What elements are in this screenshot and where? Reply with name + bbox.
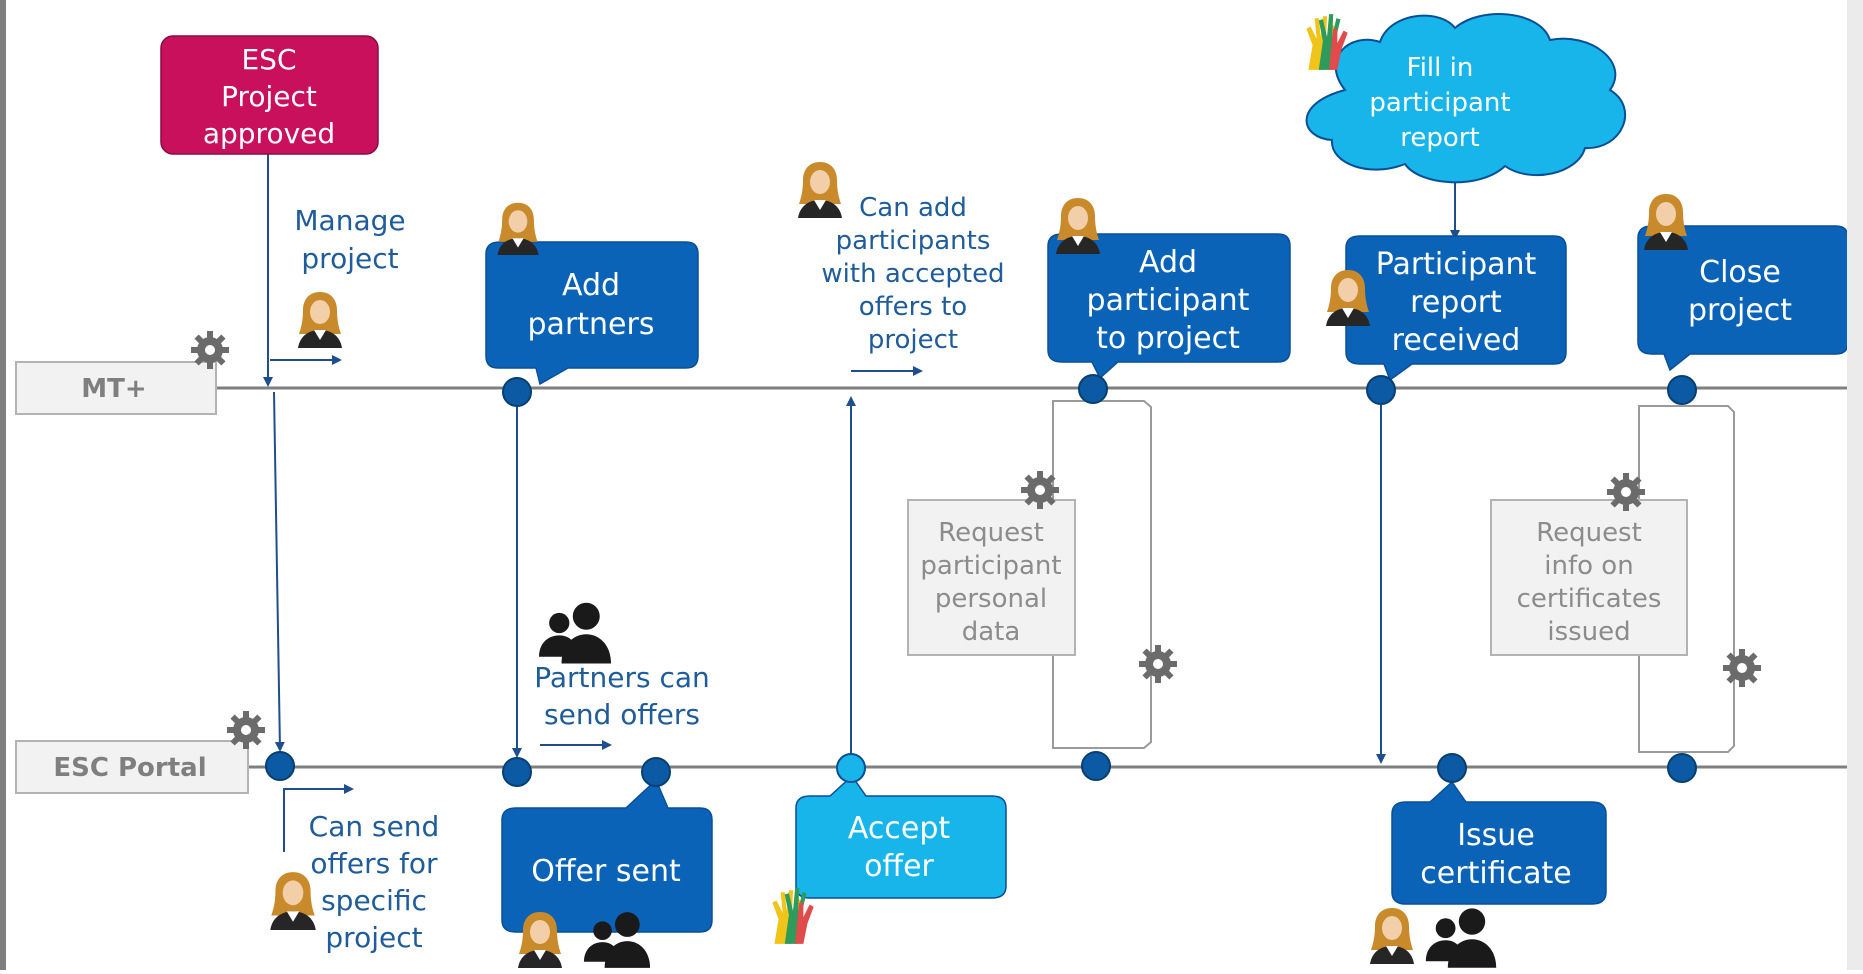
- gear-icon: [1607, 473, 1645, 511]
- portal-node-participant: [1081, 751, 1111, 781]
- gear-icon: [191, 331, 229, 369]
- add-participant-line3: to project: [1096, 321, 1240, 356]
- right-border: [1847, 0, 1863, 970]
- request-personal-data-box: Request participant personal data: [907, 499, 1076, 656]
- fill-report-line3: report: [1400, 123, 1479, 153]
- can-send-line4: project: [325, 921, 422, 954]
- step-add-partners: Add partners: [485, 241, 699, 386]
- lane-portal: ESC Portal: [15, 740, 249, 794]
- left-border: [0, 0, 6, 970]
- portal-node-offer: [641, 757, 671, 787]
- add-partners-line2: partners: [528, 307, 655, 342]
- person-icon: [298, 292, 342, 348]
- request-cert-line2: info on: [1544, 551, 1633, 581]
- accept-offer-line2: offer: [864, 849, 934, 884]
- issue-certificate-line2: certificate: [1420, 856, 1571, 891]
- gear-icon: [1723, 649, 1761, 687]
- step-close-project: Close project: [1637, 225, 1849, 372]
- request-cert-line1: Request: [1536, 518, 1642, 548]
- portal-node-close: [1667, 753, 1697, 783]
- can-send-line1: Can send: [309, 810, 440, 843]
- request-personal-line2: participant: [920, 551, 1061, 581]
- gear-icon: [1021, 471, 1059, 509]
- portal-node-partners: [502, 757, 532, 787]
- request-personal-line3: personal: [935, 584, 1047, 614]
- partners-can-line1: Partners can: [534, 661, 710, 694]
- request-personal-line1: Request: [938, 518, 1044, 548]
- report-received-line2: report: [1410, 285, 1502, 320]
- close-project-line2: project: [1688, 293, 1792, 328]
- person-icon: [798, 162, 842, 218]
- mt-node-participant: [1078, 374, 1108, 404]
- gear-icon: [1139, 645, 1177, 683]
- step-offer-sent: Offer sent: [501, 778, 713, 933]
- step-add-participant: Add participant to project: [1047, 233, 1291, 380]
- partners-can-line2: send offers: [544, 698, 700, 731]
- mt-node-report: [1366, 375, 1396, 405]
- add-partners-line1: Add: [562, 268, 620, 303]
- can-add-line5: project: [868, 325, 958, 355]
- step-issue-certificate: Issue certificate: [1391, 780, 1607, 905]
- step-fill-report: Fill in participant report: [1305, 13, 1627, 184]
- step-report-received: Participant report received: [1345, 235, 1567, 382]
- accept-offer-line1: Accept: [848, 811, 950, 846]
- step-accept-offer: Accept offer: [795, 774, 1007, 899]
- can-add-line3: with accepted: [821, 259, 1004, 289]
- lane-mt-label: MT+: [81, 374, 146, 404]
- close-project-line1: Close: [1699, 255, 1781, 290]
- offer-sent-label: Offer sent: [531, 854, 681, 889]
- issue-certificate-line1: Issue: [1457, 818, 1535, 853]
- report-received-line3: received: [1392, 323, 1521, 358]
- approved-line1: ESC: [241, 43, 296, 76]
- approved-line2: Project: [221, 80, 317, 113]
- person-icon: [1644, 194, 1688, 250]
- add-participant-line2: participant: [1087, 283, 1250, 318]
- can-add-line2: participants: [836, 226, 991, 256]
- group-icon: [539, 602, 611, 664]
- report-received-line1: Participant: [1376, 247, 1537, 282]
- connector-mt-portal: [273, 391, 285, 752]
- request-certificates-box: Request info on certificates issued: [1490, 499, 1688, 656]
- manage-line1: Manage: [294, 204, 405, 237]
- approved-line3: approved: [203, 117, 335, 150]
- gear-icon: [227, 711, 265, 749]
- person-icon: [497, 202, 539, 255]
- request-cert-line3: certificates: [1517, 584, 1662, 614]
- portal-node-certificate: [1437, 753, 1467, 783]
- lane-mt: MT+: [15, 361, 217, 415]
- mt-node-partners: [502, 377, 532, 407]
- fill-report-line1: Fill in: [1407, 53, 1474, 83]
- step-project-approved: ESC Project approved: [160, 35, 379, 155]
- group-icon: [1425, 908, 1497, 968]
- portal-node-start: [265, 751, 295, 781]
- can-add-line4: offers to: [859, 292, 967, 322]
- add-participant-line1: Add: [1139, 245, 1197, 280]
- person-icon: [270, 872, 316, 930]
- person-icon: [1056, 198, 1100, 254]
- mt-node-close: [1667, 375, 1697, 405]
- lane-portal-label: ESC Portal: [53, 753, 206, 783]
- can-add-line1: Can add: [859, 193, 967, 223]
- can-send-line3: specific: [321, 884, 427, 917]
- person-icon: [1370, 908, 1414, 964]
- fill-report-line2: participant: [1369, 88, 1510, 118]
- request-personal-line4: data: [962, 617, 1021, 647]
- manage-line2: project: [301, 242, 398, 275]
- request-cert-line4: issued: [1547, 617, 1630, 647]
- portal-node-accept: [836, 753, 866, 783]
- can-send-line2: offers for: [310, 847, 438, 880]
